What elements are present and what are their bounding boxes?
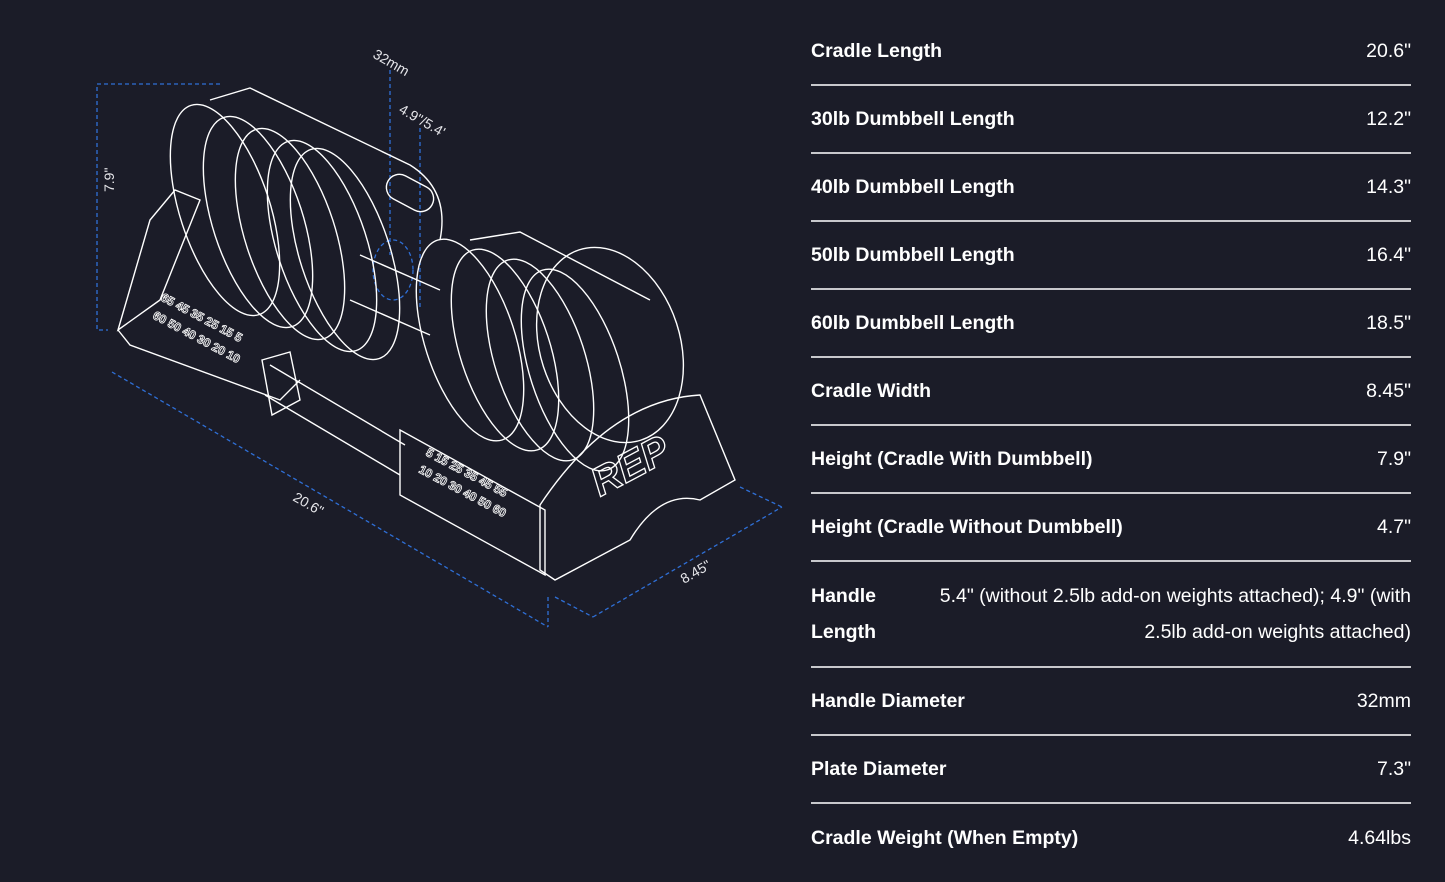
spec-row: Handle Length 5.4" (without 2.5lb add-on … bbox=[811, 562, 1411, 668]
spec-value: 20.6" bbox=[1366, 39, 1411, 62]
spec-value: 5.4" (without 2.5lb add-on weights attac… bbox=[939, 585, 1411, 643]
spec-label: 60lb Dumbbell Length bbox=[811, 311, 1015, 334]
spec-label: 30lb Dumbbell Length bbox=[811, 107, 1015, 130]
spec-value: 8.45" bbox=[1366, 379, 1411, 402]
spec-table: Cradle Length 20.6" 30lb Dumbbell Length 1… bbox=[811, 18, 1411, 872]
dimension-width: 8.45" bbox=[678, 557, 714, 587]
spec-value: 16.4" bbox=[1366, 243, 1411, 266]
spec-row: Plate Diameter 7.3" bbox=[811, 736, 1411, 804]
spec-value: 7.3" bbox=[1376, 757, 1411, 780]
spec-row: 50lb Dumbbell Length 16.4" bbox=[811, 222, 1411, 290]
spec-row: 30lb Dumbbell Length 12.2" bbox=[811, 86, 1411, 154]
spec-label: 40lb Dumbbell Length bbox=[811, 175, 1015, 198]
spec-value: 18.5" bbox=[1366, 311, 1411, 334]
dumbbell-outline bbox=[116, 87, 736, 581]
dimension-lines bbox=[96, 70, 783, 628]
spec-label: Cradle Weight (When Empty) bbox=[811, 826, 1079, 849]
spec-value: 4.64lbs bbox=[1348, 826, 1411, 849]
spec-label: Handle Diameter bbox=[811, 689, 965, 712]
spec-value: 32mm bbox=[1356, 689, 1411, 712]
spec-row: Cradle Weight (When Empty) 4.64lbs bbox=[811, 804, 1411, 872]
spec-label: Height (Cradle With Dumbbell) bbox=[811, 447, 1093, 470]
spec-row: Handle Diameter 32mm bbox=[811, 668, 1411, 736]
dumbbell-diagram: 65 45 35 25 15 5 60 50 40 30 20 10 5 15 … bbox=[96, 46, 783, 628]
spec-value: 7.9" bbox=[1376, 447, 1411, 470]
spec-label: Cradle Length bbox=[811, 39, 943, 62]
spec-label: 50lb Dumbbell Length bbox=[811, 243, 1015, 266]
spec-value: 12.2" bbox=[1366, 107, 1411, 130]
spec-row: Cradle Length 20.6" bbox=[811, 18, 1411, 86]
spec-row: 60lb Dumbbell Length 18.5" bbox=[811, 290, 1411, 358]
spec-value: 4.7" bbox=[1376, 515, 1411, 538]
spec-value: 14.3" bbox=[1366, 175, 1411, 198]
dimension-length: 20.6" bbox=[291, 489, 327, 519]
dimension-height: 7.9" bbox=[101, 168, 117, 192]
spec-label: Handle Length bbox=[811, 585, 877, 643]
spec-label: Plate Diameter bbox=[811, 757, 947, 780]
spec-row: Height (Cradle With Dumbbell) 7.9" bbox=[811, 426, 1411, 494]
spec-row: 40lb Dumbbell Length 14.3" bbox=[811, 154, 1411, 222]
dimension-handle-diameter: 32mm bbox=[371, 46, 413, 79]
dimension-handle-length: 4.9"/5.4' bbox=[397, 101, 449, 140]
spec-label: Cradle Width bbox=[811, 379, 932, 402]
spec-row: Cradle Width 8.45" bbox=[811, 358, 1411, 426]
spec-row: Height (Cradle Without Dumbbell) 4.7" bbox=[811, 494, 1411, 562]
spec-label: Height (Cradle Without Dumbbell) bbox=[811, 515, 1123, 538]
